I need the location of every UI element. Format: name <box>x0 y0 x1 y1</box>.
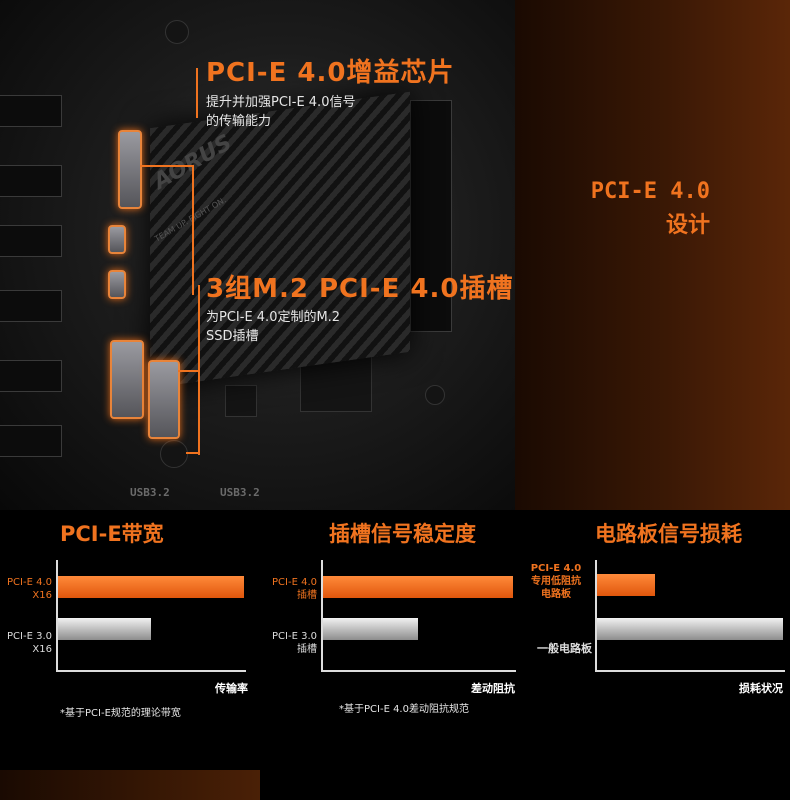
panel-slot-stability-bar2 <box>323 618 418 640</box>
panel-slot-stability-bar2-label: PCI-E 3.0 插槽 <box>272 631 317 655</box>
m2-slot-connector-1 <box>108 225 126 254</box>
panel-slot-stability-bar1-label: PCI-E 4.0 插槽 <box>272 577 317 601</box>
side-heading-line2: 设计 <box>665 213 710 238</box>
chip-callout-desc: 提升并加强PCI-E 4.0信号 的传输能力 <box>206 93 355 131</box>
panel-board-loss-title: 电路板信号损耗 <box>595 522 742 546</box>
panel-slot-stability-bar1 <box>323 576 513 598</box>
panel-bandwidth: PCI-E带宽 PCI-E 4.0 X16 PCI-E 3.0 X16 传输率 … <box>0 510 265 740</box>
m2-slot-bottom-left <box>110 340 144 419</box>
panel-board-loss: 电路板信号损耗 PCI-E 4.0 专用低阻抗 电路板 一般电路板 损耗状况 <box>525 510 790 740</box>
silkscreen-usb-left: USB3.2 <box>130 486 170 499</box>
panel-bandwidth-bar1-label: PCI-E 4.0 X16 <box>7 577 52 601</box>
panel-bandwidth-bar2-label: PCI-E 3.0 X16 <box>7 631 52 655</box>
panel-bandwidth-axis-unit: 传输率 <box>215 682 248 695</box>
panel-bandwidth-note: *基于PCI-E规范的理论带宽 <box>60 708 181 719</box>
panel-slot-stability-axis-unit: 差动阻抗 <box>471 682 515 695</box>
panel-slot-stability-title: 插槽信号稳定度 <box>329 522 476 546</box>
panel-bandwidth-bar1 <box>58 576 244 598</box>
panel-board-loss-bar1 <box>597 574 655 596</box>
panel-bandwidth-bar2 <box>58 618 151 640</box>
m2-slot-top <box>118 130 142 209</box>
slot-callout-title: 3组M.2 PCI-E 4.0插槽 <box>206 274 514 304</box>
chip-callout-title: PCI-E 4.0增益芯片 <box>206 58 455 88</box>
chip-callout-desc-line1: 提升并加强PCI-E 4.0信号 <box>206 95 356 110</box>
side-heading: PCI-E 4.0 设计 <box>591 175 710 243</box>
panel-bandwidth-y-axis <box>56 560 58 670</box>
panel-slot-stability-note: *基于PCI-E 4.0差动阻抗规范 <box>339 704 469 715</box>
slot-callout-desc-line1: 为PCI-E 4.0定制的M.2 <box>206 310 341 325</box>
m2-slot-connector-2 <box>108 270 126 299</box>
panel-board-loss-x-axis <box>595 670 785 672</box>
panel-bandwidth-x-axis <box>56 670 246 672</box>
panel-board-loss-axis-unit: 损耗状况 <box>739 682 783 695</box>
footer-accent <box>0 770 260 800</box>
panel-slot-stability-y-axis <box>321 560 323 670</box>
slot-callout-desc-line2: SSD插槽 <box>206 329 259 344</box>
motherboard-photo: AORUS TEAM UP. FIGHT ON. USB3.2 USB3.2 P… <box>0 0 515 510</box>
panel-board-loss-bar2-label: 一般电路板 <box>537 642 592 655</box>
panel-bandwidth-title: PCI-E带宽 <box>60 522 164 546</box>
m2-slot-bottom-right <box>148 360 180 439</box>
panel-slot-stability: 插槽信号稳定度 PCI-E 4.0 插槽 PCI-E 3.0 插槽 差动阻抗 *… <box>265 510 530 740</box>
panel-board-loss-bar1-label: PCI-E 4.0 专用低阻抗 电路板 <box>530 563 582 600</box>
panel-board-loss-y-axis <box>595 560 597 670</box>
silkscreen-usb-right: USB3.2 <box>220 486 260 499</box>
panel-slot-stability-x-axis <box>321 670 516 672</box>
side-heading-panel: PCI-E 4.0 设计 <box>515 0 790 510</box>
panel-board-loss-bar2 <box>597 618 783 640</box>
chip-callout-desc-line2: 的传输能力 <box>206 114 272 129</box>
side-heading-line1: PCI-E 4.0 <box>590 179 710 204</box>
slot-callout-desc: 为PCI-E 4.0定制的M.2 SSD插槽 <box>206 308 340 346</box>
